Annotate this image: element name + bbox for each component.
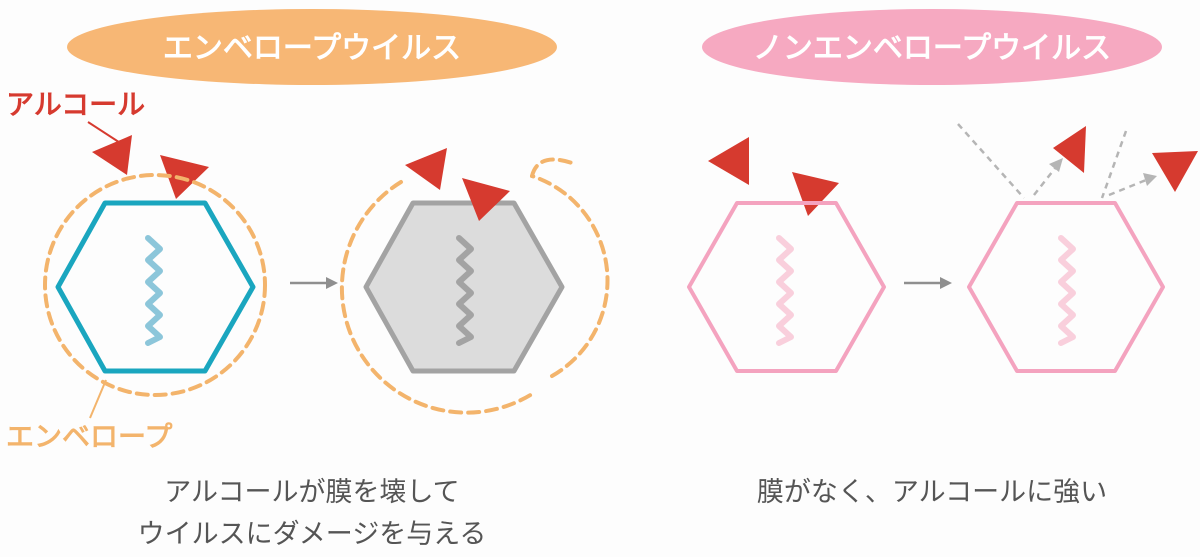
envelope-membrane	[43, 173, 267, 397]
alcohol-triangle	[92, 135, 132, 175]
genome-strand	[1058, 235, 1076, 346]
alcohol-triangle	[792, 172, 839, 216]
envelope-virus-panel: エンベロープウイルス アルコール エンベロープ	[6, 9, 610, 550]
envelope-label: エンベロープ	[6, 420, 173, 453]
incoming-path-dotted	[1100, 130, 1128, 199]
damaged-genome-strand	[456, 235, 474, 346]
non-envelope-virus-title-pill	[702, 9, 1162, 85]
alcohol-triangle	[1053, 126, 1086, 173]
genome-strand	[145, 235, 163, 346]
transition-arrow	[290, 277, 338, 289]
alcohol-triangle	[708, 137, 749, 185]
capsid-hexagon	[687, 201, 886, 373]
broken-envelope-membrane	[530, 174, 610, 378]
broken-envelope-membrane	[339, 180, 534, 415]
deflection-path-dotted	[1108, 178, 1147, 197]
intact-envelope-virus	[43, 173, 267, 397]
incoming-path-dotted	[957, 123, 1025, 199]
alcohol-triangle	[1152, 151, 1198, 192]
capsid-hexagon	[55, 200, 256, 374]
envelope-virus-title-pill	[67, 9, 557, 85]
non-envelope-virus-after	[957, 123, 1198, 373]
alcohol-triangle	[462, 178, 510, 221]
capsid-hexagon	[967, 201, 1165, 373]
deflection-path-dotted	[1033, 166, 1057, 196]
envelope-caption-line1: アルコールが膜を壊して	[164, 477, 459, 508]
envelope-caption-line2: ウイルスにダメージを与える	[138, 519, 487, 550]
transition-arrow	[904, 277, 952, 289]
non-envelope-virus-title: ノンエンベロープウイルス	[753, 31, 1111, 66]
envelope-pointer-line	[89, 379, 107, 419]
genome-strand	[776, 235, 794, 346]
broken-envelope-membrane	[530, 157, 574, 178]
alcohol-label: アルコール	[6, 88, 145, 121]
deflection-arrowhead	[1143, 173, 1157, 186]
damaged-envelope-virus	[339, 148, 610, 415]
non-envelope-caption: 膜がなく、アルコールに強い	[757, 477, 1107, 508]
non-envelope-virus	[687, 201, 886, 373]
envelope-virus-title: エンベロープウイルス	[163, 31, 461, 66]
deflection-arrowhead	[1049, 158, 1063, 172]
alcohol-triangle	[405, 148, 447, 190]
non-envelope-virus-panel: ノンエンベロープウイルス 膜がなく	[687, 9, 1198, 508]
